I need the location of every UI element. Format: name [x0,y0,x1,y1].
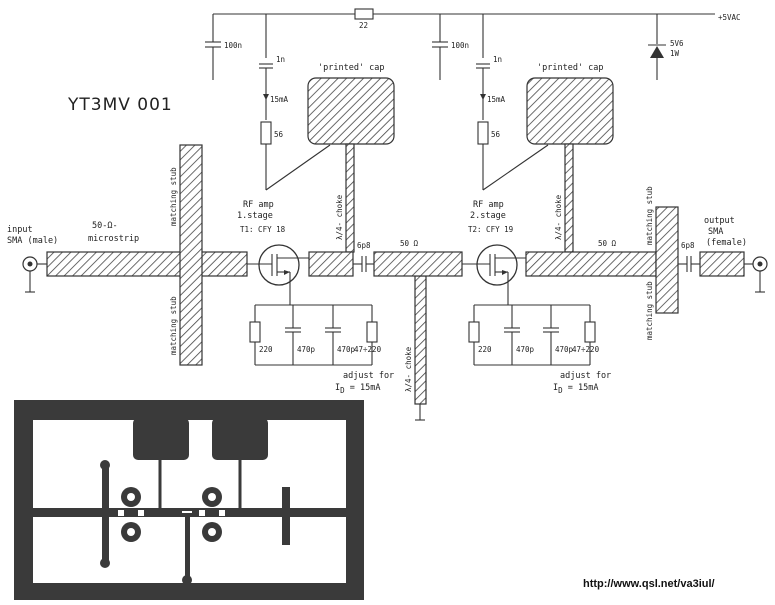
choke-interstage [414,275,427,405]
printed-cap-1 [307,77,395,145]
r22-label: 22 [359,21,368,30]
i15-label-1: 15mA [270,95,289,104]
choke-stage2-drain [564,143,574,253]
cap-100n-1: 100n [205,14,242,80]
c470p-label-2a: 470p [516,345,535,354]
output-connector: output SMA (female) [704,216,768,293]
output-label: output [704,216,735,226]
c470p-label-1b: 470p [337,345,356,354]
c470p-label-1a: 470p [297,345,316,354]
choke-stage1-drain [345,143,355,253]
ohm50-label-1: 50 Ω [400,239,419,248]
id-sub-2: D [558,386,563,395]
coupling-cap-1: 6p8 [353,241,374,272]
choke-label-2: λ/4- choke [554,194,563,240]
printed-cap-label-1: 'printed' cap [318,63,385,73]
r220-label-2: 220 [478,345,492,354]
c100n-label-2: 100n [451,41,469,50]
svg-text:ID = 15mA: ID = 15mA [335,383,380,395]
output-conn-label-2: (female) [706,238,747,248]
adjust-label-2: adjust for [560,371,611,381]
microstrip-line [46,144,745,366]
coupling-cap-2: 6p8 [678,241,700,272]
c1n-label-1: 1n [276,55,285,64]
id-label-2: I [553,383,558,393]
zener-label: 5V6 [670,39,684,48]
id-label-1: I [335,383,340,393]
stage2-label: 2.stage [470,211,506,221]
c470p-label-2b: 470p [555,345,574,354]
input-conn-label: SMA (male) [7,236,58,246]
microstrip-label-2: microstrip [88,234,139,244]
r56-label-1: 56 [274,130,284,139]
adjust-label-1: adjust for [343,371,394,381]
printed-cap-2 [526,77,614,145]
matching-stub-label-1: matching stub [169,167,178,226]
zener-label-2: 1W [670,49,680,58]
source-url: http://www.qsl.net/va3iul/ [583,578,715,590]
r220-label-1: 220 [259,345,273,354]
supply-rail: 22 +5VAC [213,8,741,30]
input-connector: input SMA (male) 50-Ω- microstrip [7,221,139,293]
rf-amp-label-2: RF amp [473,200,504,210]
choke-label-1: λ/4- choke [335,194,344,240]
matching-stub-label-4: matching stub [645,281,654,340]
stage1-label: 1.stage [237,211,273,221]
t2-label: T2: CFY 19 [468,225,513,234]
resistor-22 [354,8,374,20]
pcb-layout [14,400,364,600]
id-val-1: = 15mA [345,383,381,393]
c1n-label-2: 1n [493,55,502,64]
choke-label-3: λ/4- choke [404,346,413,392]
stage2-bias: 1n 15mA 56 [476,14,549,191]
page-title: YT3MV 001 [67,95,173,115]
input-label: input [7,225,33,235]
svg-text:ID = 15mA: ID = 15mA [553,383,598,395]
i15-label-2: 15mA [487,95,506,104]
rf-amp-label-1: RF amp [243,200,274,210]
c6p8-label-2: 6p8 [681,241,695,250]
ohm50-label-2: 50 Ω [598,239,617,248]
r47-220-label-2: 47÷220 [572,345,600,354]
transistor-t1: RF amp 1.stage T1: CFY 18 [237,200,309,305]
id-val-2: = 15mA [563,383,599,393]
transistor-t2: RF amp 2.stage T2: CFY 19 [462,200,526,305]
output-conn-label: SMA [708,227,723,237]
supply-label: +5VAC [718,13,741,22]
id-sub-1: D [340,386,345,395]
matching-stub-label-3: matching stub [645,186,654,245]
stage2-source-network: 220 470p 470p 47÷220 adjust for ID = 15m… [468,304,611,395]
stage1-bias: 1n 15mA 56 [259,14,331,191]
microstrip-label: 50-Ω- [92,221,118,231]
r47-220-label-1: 47÷220 [354,345,382,354]
r56-label-2: 56 [491,130,501,139]
c6p8-label-1: 6p8 [357,241,371,250]
t1-label: T1: CFY 18 [240,225,286,234]
c100n-label-1: 100n [224,41,242,50]
stage1-source-network: 220 470p 470p 47÷220 adjust for ID = 15m… [249,304,394,395]
printed-cap-label-2: 'printed' cap [537,63,604,73]
cap-100n-2: 100n [432,14,469,80]
zener-diode: 5V6 1W [648,14,684,80]
matching-stub-label-2: matching stub [169,296,178,355]
